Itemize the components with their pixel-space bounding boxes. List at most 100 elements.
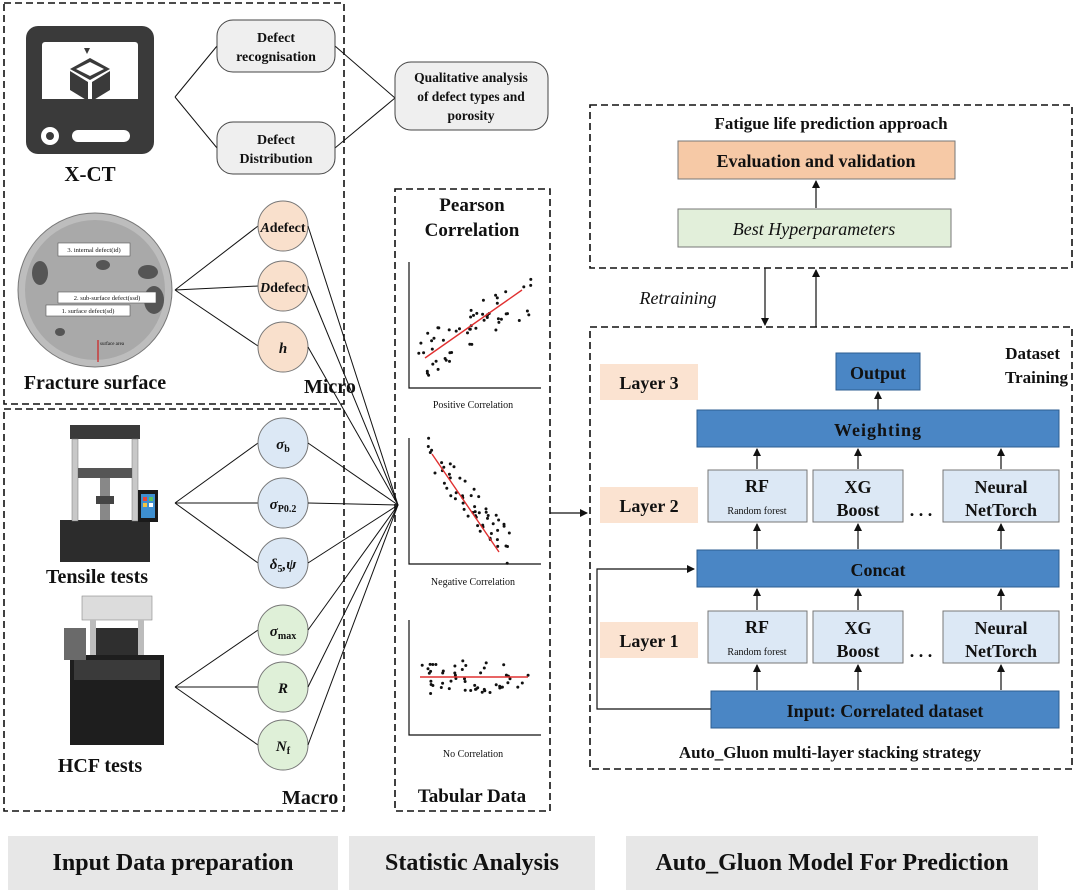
scatter-dot <box>506 681 510 685</box>
positive-correlation-caption: Positive Correlation <box>433 400 513 411</box>
scatter-dot <box>445 486 449 490</box>
svg-text:XG: XG <box>845 477 872 497</box>
scatter-dot <box>447 687 451 691</box>
svg-text:h: h <box>279 341 287 357</box>
scatter-dot <box>434 663 438 666</box>
svg-text:RF: RF <box>745 617 769 637</box>
scatter-dot <box>441 671 445 675</box>
concat-up-arrows <box>753 523 1005 549</box>
scatter-dot <box>428 451 432 454</box>
scatter-dot <box>417 351 421 355</box>
scatter-dot <box>474 687 477 691</box>
scatter-dot <box>429 683 433 686</box>
svg-text:Concat: Concat <box>851 560 906 580</box>
xct-connectors <box>174 45 396 149</box>
layer1-up-arrows <box>753 588 1005 610</box>
scatter-dot <box>442 465 446 469</box>
negative-dots <box>426 436 511 565</box>
scatter-dot <box>453 671 457 675</box>
svg-text:Adefect: Adefect <box>259 221 305 236</box>
scatter-dot <box>464 664 468 667</box>
skip-connection-arrow <box>596 565 711 710</box>
scatter-dot <box>430 448 434 452</box>
svg-text:R: R <box>277 681 288 697</box>
micro-param-h: h <box>257 321 309 373</box>
fracture-surface-label: Fracture surface <box>24 372 166 394</box>
scatter-dot <box>468 327 472 331</box>
scatter-dot <box>431 663 435 666</box>
svg-text:Distribution: Distribution <box>239 152 312 167</box>
scatter-dot <box>525 309 529 313</box>
layer1-neural-box: Neural NetTorch <box>942 610 1060 664</box>
input-top-panel <box>3 2 345 405</box>
footer-input-preparation: Input Data preparation <box>8 836 338 890</box>
scatter-dot <box>470 342 474 346</box>
positive-correlation-plot <box>408 262 541 389</box>
scatter-dot <box>475 311 479 315</box>
scatter-dot <box>473 505 477 509</box>
tensile-tests-label: Tensile tests <box>46 566 148 588</box>
scatter-dot <box>496 528 500 532</box>
scatter-dot <box>488 691 492 694</box>
no-correlation-plot <box>408 620 541 736</box>
positive-dots <box>417 277 533 377</box>
scatter-dot <box>453 664 457 668</box>
scatter-dot <box>477 511 481 515</box>
scatter-dot <box>495 538 499 542</box>
svg-text:Random forest: Random forest <box>727 506 786 517</box>
scatter-dot <box>466 331 469 335</box>
param-to-stats-connectors <box>307 225 399 746</box>
scatter-dot <box>527 313 531 317</box>
concat-bar: Concat <box>696 549 1060 588</box>
scatter-dot <box>439 686 443 689</box>
scatter-dot <box>494 328 498 332</box>
layer2-ellipsis: . . . <box>910 500 933 520</box>
svg-text:Layer 1: Layer 1 <box>619 631 678 651</box>
scatter-dot <box>420 663 424 667</box>
layer-1-label: Layer 1 <box>600 622 698 658</box>
svg-text:σmax: σmax <box>270 624 296 642</box>
fatigue-title: Fatigue life prediction approach <box>714 114 948 133</box>
svg-text:3. internal defect(id): 3. internal defect(id) <box>67 247 120 254</box>
scatter-dot <box>486 516 489 520</box>
footer-model-prediction: Auto_Gluon Model For Prediction <box>626 836 1038 890</box>
dataset-training-label-2: Training <box>1005 368 1068 387</box>
svg-text:Boost: Boost <box>836 500 879 520</box>
scatter-dot <box>426 331 430 335</box>
scatter-dot <box>504 312 508 316</box>
macro-param-nf: Nf <box>257 719 309 771</box>
svg-text:Neural: Neural <box>975 477 1028 497</box>
scatter-dot <box>461 501 465 505</box>
footer-statistic-analysis: Statistic Analysis <box>349 836 595 890</box>
layer2-rf-box: RF Random forest <box>707 469 808 523</box>
layer2-up-arrows <box>753 448 1005 469</box>
svg-text:Output: Output <box>850 363 906 383</box>
input-up-arrows <box>753 664 1005 690</box>
svg-text:Weighting: Weighting <box>834 420 922 440</box>
scatter-dot <box>482 687 486 691</box>
scatter-dot <box>496 544 500 548</box>
scatter-dot <box>529 283 533 287</box>
scatter-dot <box>480 690 484 694</box>
scatter-dot <box>429 669 433 673</box>
tabular-data-label: Tabular Data <box>418 786 527 807</box>
scatter-dot <box>502 524 506 528</box>
scatter-dot <box>427 373 431 377</box>
scatter-dot <box>461 659 465 663</box>
no-correlation-caption: No Correlation <box>443 749 503 760</box>
micro-label: Micro <box>304 376 356 398</box>
fracture-surface-image: 3. internal defect(id) 2. sub-surface de… <box>17 212 173 368</box>
scatter-dot <box>463 677 466 681</box>
scatter-dot <box>495 301 499 305</box>
scatter-dot <box>440 461 444 465</box>
scatter-dot <box>463 688 467 692</box>
micro-param-d-defect: Ddefect <box>257 260 309 312</box>
layer2-neural-box: Neural NetTorch <box>942 469 1060 523</box>
scatter-dot <box>481 298 485 302</box>
svg-text:NetTorch: NetTorch <box>965 641 1037 661</box>
scatter-dot <box>494 293 498 297</box>
layer-2-label: Layer 2 <box>600 487 698 523</box>
macro-label: Macro <box>282 787 338 809</box>
fatigue-panel <box>589 104 1073 269</box>
scatter-dot <box>443 357 447 360</box>
